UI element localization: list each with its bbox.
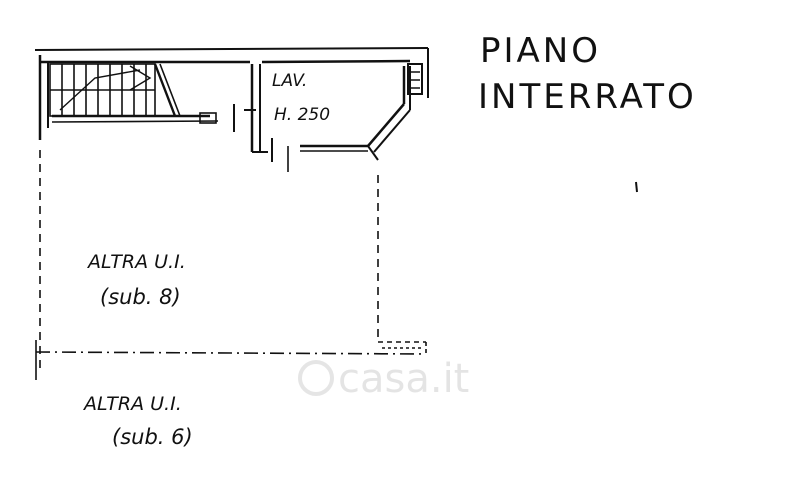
door-opening bbox=[233, 104, 256, 132]
lav-label: LAV. bbox=[272, 71, 307, 91]
plan-title-line1: PIANO bbox=[480, 31, 601, 71]
lower-area-sub: (sub. 6) bbox=[112, 425, 193, 449]
upper-area-label: ALTRA U.I. bbox=[86, 251, 186, 273]
outer-wall-top bbox=[34, 47, 429, 98]
plan-title-line2: INTERRATO bbox=[478, 77, 697, 117]
lav-diagonal-wall bbox=[300, 63, 423, 161]
outer-wall-left bbox=[38, 55, 49, 140]
lav-height-label: H. 250 bbox=[274, 105, 330, 125]
watermark: casa.it bbox=[298, 356, 469, 402]
watermark-text: casa.it bbox=[338, 356, 469, 402]
adjacent-unit-boundary bbox=[35, 150, 427, 380]
stray-mark bbox=[635, 181, 638, 193]
upper-area-sub: (sub. 8) bbox=[100, 285, 181, 309]
lower-area-label: ALTRA U.I. bbox=[82, 393, 182, 415]
staircase bbox=[49, 63, 219, 124]
lav-partition-wall bbox=[250, 64, 289, 172]
